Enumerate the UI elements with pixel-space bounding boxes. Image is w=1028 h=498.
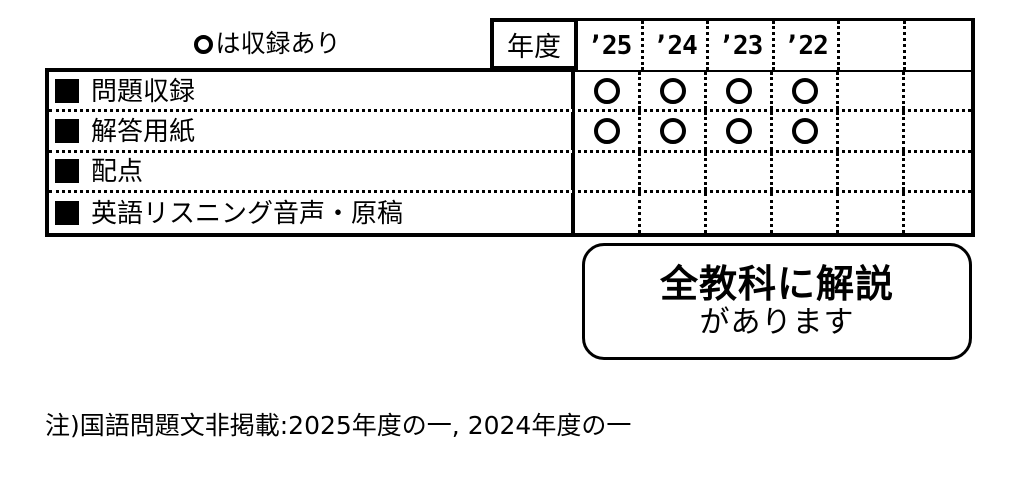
row-label-cell: 問題収録 [49,72,575,110]
row-label: 英語リスニング音声・原稿 [91,198,404,229]
callout-line-2: があります [699,304,855,340]
circle-mark-icon [593,77,620,104]
year-header-box: 年度 [490,18,578,70]
data-cell [905,153,971,190]
data-cell [839,192,905,233]
table-row: 問題収録 [49,72,971,113]
year-column-header: ’23 [709,21,775,70]
data-cell [575,192,641,233]
circle-mark-icon [791,117,818,144]
legend-text: は収録あり [215,29,341,58]
data-cell [641,152,707,190]
year-column-header: ’25 [578,21,644,70]
year-header-label: 年度 [507,31,561,63]
circle-mark-icon [791,77,818,104]
data-cell [575,72,641,110]
row-data-cells [575,72,971,110]
data-cell [905,193,971,233]
data-cell [905,72,971,109]
callout-line-1: 全教科に解説 [659,261,894,306]
circle-outline-icon [194,34,214,54]
data-cell [773,72,839,110]
filled-square-icon [55,200,79,225]
year-column-header: ’24 [644,21,709,70]
circle-mark-icon [593,117,620,144]
row-label: 問題収録 [91,76,196,107]
row-label-cell: 英語リスニング音声・原稿 [49,192,575,233]
footnote: 注)国語問題文非掲載:2025年度の一, 2024年度の一 [45,411,632,440]
contents-table: 問題収録 解答用紙 配点 [45,68,975,237]
data-cell [575,152,641,190]
data-cell [905,112,971,149]
filled-square-icon [55,78,79,103]
table-row: 解答用紙 [49,112,971,153]
filled-square-icon [55,118,79,143]
table-row: 配点 [49,152,971,193]
data-cell [707,72,773,110]
data-cell [773,112,839,150]
data-cell [575,112,641,150]
table-row: 英語リスニング音声・原稿 [49,192,971,233]
data-cell [641,112,707,150]
callout-box: 全教科に解説 があります [582,243,972,360]
data-cell [641,192,707,233]
data-cell [839,152,905,190]
circle-mark-icon [659,77,686,104]
data-cell [641,72,707,110]
row-label: 配点 [91,157,144,188]
year-column-header: ’22 [775,21,840,70]
circle-mark-icon [725,77,752,104]
data-cell [773,192,839,233]
circle-mark-icon [725,117,752,144]
filled-square-icon [55,159,79,184]
data-cell [839,72,905,110]
data-cell [707,112,773,150]
circle-mark-icon [659,117,686,144]
row-data-cells [575,192,971,233]
row-label-cell: 解答用紙 [49,112,575,150]
row-data-cells [575,152,971,190]
legend: は収録あり [45,22,490,62]
row-label: 解答用紙 [91,116,196,147]
data-cell [773,152,839,190]
year-column-header [840,21,906,70]
row-data-cells [575,112,971,150]
data-cell [707,192,773,233]
data-cell [839,112,905,150]
data-cell [707,152,773,190]
row-label-cell: 配点 [49,152,575,190]
year-column-header-row: ’25 ’24 ’23 ’22 [578,18,975,70]
year-column-header [906,21,971,70]
